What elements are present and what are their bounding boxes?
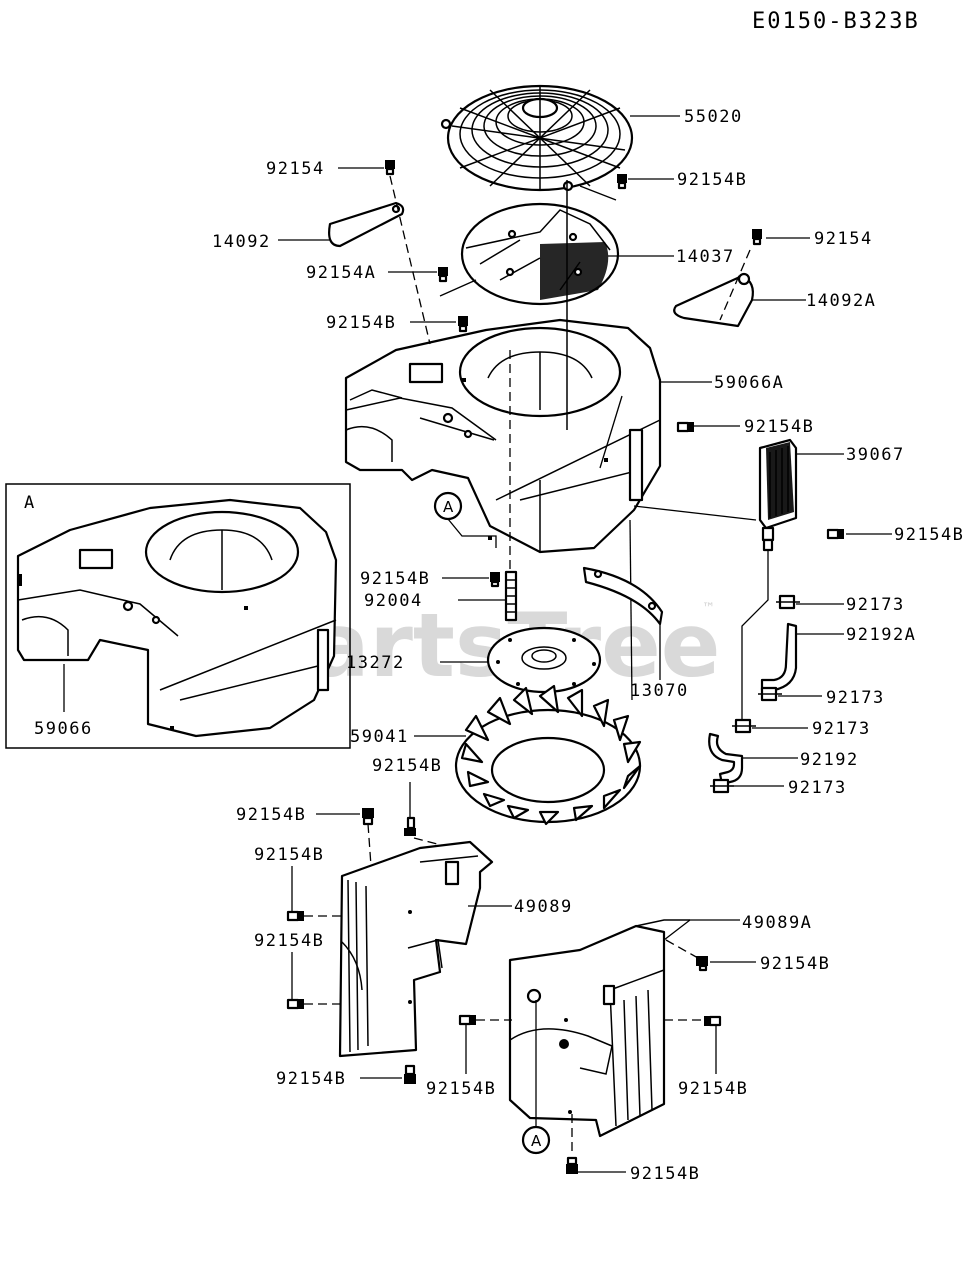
bolt-92154B-fan[interactable] [404,816,416,836]
hose-92192-part[interactable] [708,732,744,786]
label-92154B-bottom-4: 92154B [630,1164,700,1184]
air-filter-39067-part[interactable] [758,438,798,552]
hose-92192A-part[interactable] [760,622,798,692]
inset-box: A [5,483,351,749]
bolt-92154B-left-1[interactable] [286,910,304,922]
label-92154B-bottom-2: 92154B [426,1079,496,1099]
bolt-92154B-side[interactable] [676,421,694,433]
label-59041: 59041 [350,727,409,747]
bolt-92154B-bottom-2[interactable] [458,1014,476,1026]
label-92154B-filter: 92154B [894,525,964,545]
label-49089A: 49089A [742,913,812,933]
label-92192A: 92192A [846,625,916,645]
label-92154B-left-2: 92154B [254,931,324,951]
clamp-92173-b[interactable] [758,686,782,702]
bolt-92154B-left-2[interactable] [286,998,304,1010]
svg-text:A: A [443,498,454,516]
label-14037: 14037 [676,247,735,267]
bolt-92154B-shroud[interactable] [458,316,468,333]
label-92173-d: 92173 [788,778,847,798]
label-92154B-bottom-3: 92154B [678,1079,748,1099]
cylinder-cover-49089-part[interactable] [338,840,494,1058]
bolt-92154-right[interactable] [752,229,762,246]
label-92173-c: 92173 [812,719,871,739]
label-92154B-shroud: 92154B [326,313,396,333]
label-92154B-mid: 92154B [360,569,430,589]
label-92154B-side: 92154B [744,417,814,437]
bolt-92154B-bottom-1[interactable] [404,1064,416,1084]
svg-text:A: A [531,1132,542,1150]
blower-housing-59066-part[interactable] [16,498,338,738]
label-59066: 59066 [34,719,93,739]
bolt-92154-top[interactable] [385,160,395,176]
label-49089: 49089 [514,897,573,917]
diagram-id: E0150-B323B [752,9,920,34]
label-92154B-bottom-1: 92154B [276,1069,346,1089]
bolt-92154A[interactable] [438,267,448,283]
cylinder-cover-49089A-part[interactable] [508,919,690,1138]
label-92154B-right-1: 92154B [760,954,830,974]
callout-a-bottom: A [521,1125,551,1155]
label-92154B-fan: 92154B [372,756,442,776]
fan-plate-14037-part[interactable] [460,202,620,306]
label-92154-right: 92154 [814,229,873,249]
bolt-92154B-bottom-4[interactable] [566,1156,578,1174]
label-92173-a: 92173 [846,595,905,615]
blower-shroud-59066A-part[interactable] [344,318,662,554]
label-92173-b: 92173 [826,688,885,708]
label-13272: 13272 [346,653,405,673]
bracket-14092A-part[interactable] [673,272,754,328]
inset-letter: A [24,493,36,513]
bolt-92154B-filter[interactable] [826,528,844,540]
bolt-92154B-cover[interactable] [362,808,374,826]
clamp-92173-c[interactable] [732,718,756,734]
label-14092A: 14092A [806,291,876,311]
label-55020: 55020 [684,107,743,127]
cooling-fan-59041-part[interactable] [454,684,642,826]
callout-a-top: A [433,491,463,521]
stud-92004-part[interactable] [504,570,518,622]
bolt-92154B-bottom-3[interactable] [704,1015,722,1027]
bolt-92154B-mid[interactable] [490,572,500,588]
bolt-92154B-right-1[interactable] [696,956,708,972]
label-92154-top: 92154 [266,159,325,179]
label-14092: 14092 [212,232,271,252]
label-39067: 39067 [846,445,905,465]
label-92154B-left-1: 92154B [254,845,324,865]
watermark-tm: ™ [702,601,715,616]
label-92004: 92004 [364,591,423,611]
label-92192: 92192 [800,750,859,770]
bolt-92154B-grille[interactable] [617,174,627,190]
fan-grille-part[interactable] [440,84,634,192]
plate-13272-part[interactable] [486,626,602,694]
clamp-92173-a[interactable] [776,594,800,610]
label-92154B-grille: 92154B [677,170,747,190]
label-59066A: 59066A [714,373,784,393]
bracket-14092-part[interactable] [328,201,405,248]
label-92154A: 92154A [306,263,376,283]
label-13070: 13070 [630,681,689,701]
label-92154B-cover: 92154B [236,805,306,825]
